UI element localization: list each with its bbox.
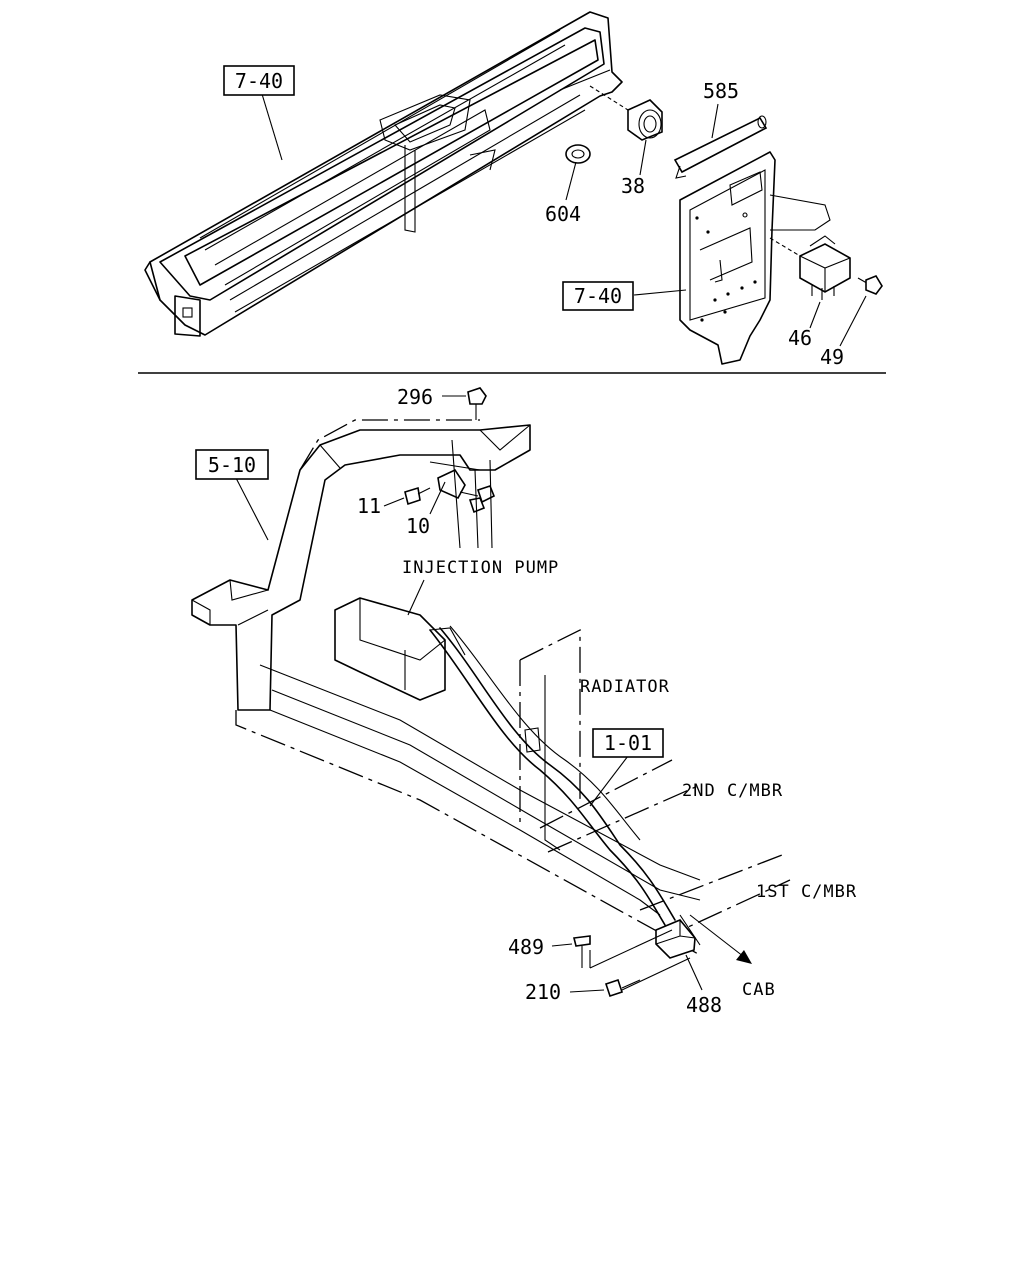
callout-210: 210 — [525, 980, 561, 1004]
wiring-harness — [429, 625, 701, 946]
leader-7-40-a — [261, 93, 283, 161]
dashboard-panel — [144, 11, 623, 337]
label-injection-pump: INJECTION PUMP — [402, 558, 559, 578]
ref-box-7-40-b: 7-40 — [562, 281, 634, 311]
callout-10: 10 — [406, 514, 430, 538]
svg-text:7-40: 7-40 — [574, 284, 622, 308]
svg-text:7-40: 7-40 — [235, 69, 283, 93]
callout-489: 489 — [508, 935, 544, 959]
leader-38 — [639, 139, 647, 176]
radiator-block — [544, 675, 561, 851]
part-49-screw — [857, 275, 883, 295]
leader-489 — [551, 943, 573, 947]
bracket-panel — [679, 151, 831, 365]
crossmember-2nd-line — [539, 759, 673, 829]
part-11-bolt — [404, 486, 431, 506]
cab-direction-arrow — [689, 914, 752, 964]
leader-488 — [685, 954, 703, 991]
leader-injection-pump — [407, 579, 425, 616]
callout-11: 11 — [357, 494, 381, 518]
part-488-clip — [655, 919, 696, 959]
svg-text:5-10: 5-10 — [208, 453, 256, 477]
ref-box-7-40-a: 7-40 — [223, 65, 295, 96]
part-489-bolt — [573, 935, 591, 968]
leader-585 — [711, 103, 719, 139]
assembly-line — [589, 929, 691, 991]
leader-210 — [569, 989, 605, 993]
leader-46 — [809, 301, 821, 329]
svg-text:1-01: 1-01 — [604, 731, 652, 755]
callout-49: 49 — [820, 345, 844, 369]
leader-5-10 — [235, 477, 269, 541]
part-46-relay — [769, 235, 851, 300]
frame-centerline-outer — [235, 710, 701, 956]
ref-box-5-10: 5-10 — [195, 449, 269, 480]
part-604-plug — [565, 144, 591, 164]
frame-centerline-inner — [299, 419, 480, 471]
leader-604 — [565, 161, 577, 201]
callout-585: 585 — [703, 79, 739, 103]
label-1st-crossmember: 1ST C/MBR — [756, 882, 857, 902]
leader-11 — [383, 497, 405, 507]
leader-1-01 — [589, 755, 629, 807]
frame-rail — [191, 424, 701, 916]
part-38-grommet — [589, 85, 663, 141]
crossmember-2nd-line-b — [547, 784, 701, 853]
leader-10 — [429, 481, 446, 515]
callout-38: 38 — [621, 174, 645, 198]
radiator-outline — [519, 628, 581, 828]
label-cab: CAB — [742, 980, 776, 1000]
ref-box-1-01: 1-01 — [592, 728, 664, 758]
injection-pump — [334, 597, 466, 701]
sender-unit — [429, 439, 496, 549]
label-2nd-crossmember: 2ND C/MBR — [682, 781, 783, 801]
leader-49 — [839, 295, 867, 347]
callout-296: 296 — [397, 385, 433, 409]
part-585-tube — [673, 115, 768, 179]
callout-604: 604 — [545, 202, 581, 226]
part-296-nut — [467, 387, 487, 420]
part-210-bolt — [604, 978, 641, 998]
label-radiator: RADIATOR — [580, 677, 670, 697]
callout-46: 46 — [788, 326, 812, 350]
leader-7-40-b — [633, 289, 687, 296]
callout-488: 488 — [686, 993, 722, 1017]
